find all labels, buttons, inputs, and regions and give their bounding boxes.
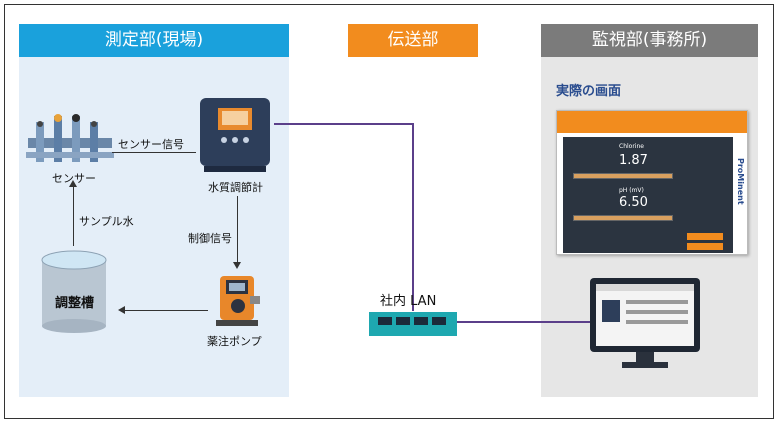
monitor-pc-icon (590, 278, 700, 368)
pump-icon (216, 276, 260, 326)
sensor-icon (26, 114, 114, 162)
sensor-signal-line (112, 152, 196, 153)
lan-label: 社内 LAN (380, 294, 437, 309)
param1-value: 1.87 (619, 153, 648, 168)
network-switch-icon (369, 312, 457, 336)
monitor-section-header: 監視部(事務所) (541, 24, 758, 57)
sample-water-label: サンプル水 (79, 215, 134, 228)
sensor-label: センサー (52, 172, 96, 185)
dosing-arrowhead (118, 306, 125, 314)
actual-screen-label: 実際の画面 (556, 84, 622, 99)
tank-label: 調整槽 (55, 296, 95, 311)
control-signal-label: 制御信号 (188, 232, 232, 245)
controller-icon (200, 98, 270, 172)
sensor-signal-label: センサー信号 (118, 138, 184, 151)
lan-line-down (412, 123, 414, 311)
lan-line-monitor (456, 321, 594, 323)
param1-name: Chlorine (619, 143, 644, 150)
screen-button-2 (687, 243, 723, 250)
lan-line-controller (274, 123, 414, 125)
tank-icon (41, 250, 107, 333)
screen-header-bar (557, 111, 747, 133)
sample-water-arrowhead (69, 180, 77, 187)
field-section-header: 測定部(現場) (19, 24, 289, 57)
brand-logo: ProMinent (736, 157, 745, 205)
control-signal-arrowhead (233, 262, 241, 269)
param2-name: pH (mV) (619, 187, 644, 194)
control-signal-line (237, 196, 238, 264)
dosing-line (124, 310, 208, 311)
param2-value: 6.50 (619, 195, 648, 210)
param1-bar (573, 173, 673, 179)
pump-label: 薬注ポンプ (207, 335, 262, 348)
controller-label: 水質調節計 (208, 181, 263, 194)
screen-button-1 (687, 233, 723, 240)
screen-display-area: Chlorine 1.87 pH (mV) 6.50 (563, 137, 733, 253)
param2-bar (573, 215, 673, 221)
screen-capture: Chlorine 1.87 pH (mV) 6.50 ProMinent (556, 110, 748, 255)
sample-water-line (73, 186, 74, 246)
transmission-section-header: 伝送部 (348, 24, 478, 57)
